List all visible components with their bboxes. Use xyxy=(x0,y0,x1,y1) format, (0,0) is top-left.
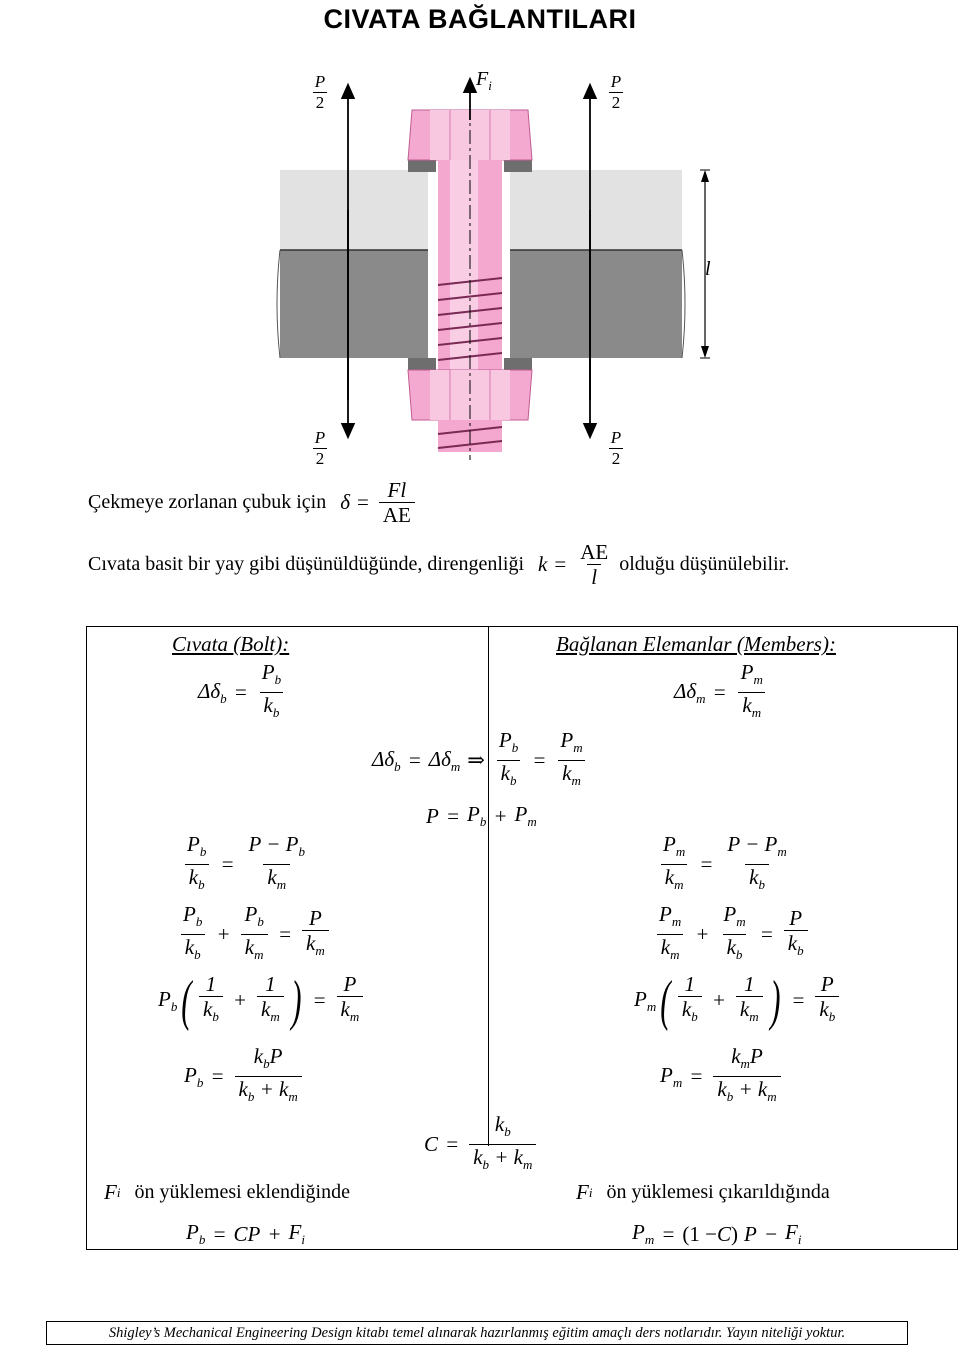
upper-plate-left-light xyxy=(280,170,428,250)
left-heading: Cıvata (Bolt): xyxy=(172,632,290,656)
footer-note: Shigley’s Mechanical Engineering Design … xyxy=(46,1321,908,1345)
washer-top-right xyxy=(504,160,532,172)
divider-line xyxy=(488,626,489,1146)
label-length: l xyxy=(705,258,711,280)
intro-line-2: Cıvata basit bir yay gibi düşünüldüğünde… xyxy=(88,540,790,589)
bolt-joint-figure xyxy=(276,76,710,460)
washer-bottom-right xyxy=(504,358,532,370)
derivation-box xyxy=(86,626,958,1250)
label-preload: Fi xyxy=(476,68,492,93)
center-eq-2: P=Pb+Pm xyxy=(426,802,537,829)
right-heading: Bağlanan Elemanlar (Members): xyxy=(556,632,836,656)
page-title: CIVATA BAĞLANTILARI xyxy=(323,4,637,34)
washer-bottom-left xyxy=(408,358,436,370)
upper-plate-right-light xyxy=(510,170,682,250)
washer-top-left xyxy=(408,160,436,172)
right-preload-eq: Pm=(1 − C) P−Fi xyxy=(632,1220,802,1247)
left-preload-eq: Pb=CP+Fi xyxy=(186,1220,305,1247)
